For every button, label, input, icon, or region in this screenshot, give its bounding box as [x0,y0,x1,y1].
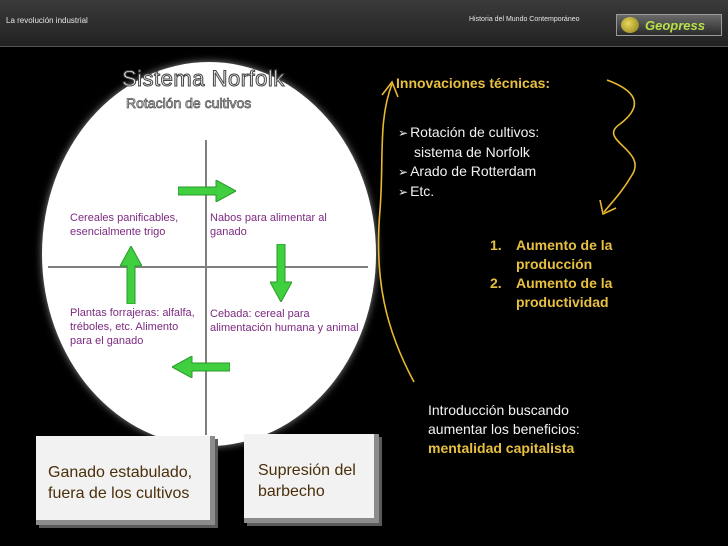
arrow-right-icon [178,180,236,202]
innovations-title: Innovaciones técnicas: [396,75,551,91]
bullet-text: Rotación de cultivos: [410,124,540,140]
bullet-item-continuation: sistema de Norfolk [398,143,628,162]
bullet-text: sistema de Norfolk [414,144,530,160]
intro-line: Introducción buscando [428,402,569,418]
diagram-subtitle: Rotación de cultivos [126,95,252,112]
quadrant-barley: Cebada: cereal para alimentación humana … [210,308,359,334]
item-text: Aumento de la producción [516,237,613,272]
card-fallow-suppression: Supresión del barbecho [244,434,379,523]
card-stabled-livestock-text: Ganado estabulado, fuera de los cultivos [48,464,193,502]
innovations-bullet-list: ➢Rotación de cultivos: sistema de Norfol… [398,123,628,202]
quadrant-cereals: Cereales panificables, esencialmente tri… [70,212,179,238]
diagram-horizontal-divider [48,266,368,268]
item-number: 2. [490,275,502,291]
header-subject-title: Historia del Mundo Contemporáneo [469,16,580,23]
intro-highlight: mentalidad capitalista [428,440,575,456]
logo-globe-icon [621,17,639,33]
arrow-left-icon [172,356,230,378]
card-stabled-livestock: Ganado estabulado, fuera de los cultivos [36,436,215,525]
diagram-vertical-divider [205,140,207,435]
quadrant-forage-plants: Plantas forrajeras: alfalfa, tréboles, e… [70,307,195,347]
logo-text: Geopress [645,17,705,33]
results-numbered-list: 1. Aumento de la producción 2. Aumento d… [490,236,670,312]
bullet-text: Arado de Rotterdam [410,163,537,179]
header-bar: La revolución industrial Historia del Mu… [0,0,728,47]
numbered-item: 2. Aumento de la productividad [490,274,670,312]
arrow-down-icon [270,244,292,302]
numbered-item: 1. Aumento de la producción [490,236,670,274]
bullet-text: Etc. [410,183,435,199]
publisher-logo: Geopress [616,14,722,36]
arrow-up-icon [120,246,142,304]
arrow-bullet-icon: ➢ [398,126,409,140]
bullet-item: ➢Etc. [398,182,628,202]
intro-line: aumentar los beneficios: [428,421,580,437]
quadrant-turnips: Nabos para alimentar al ganado [210,212,327,238]
item-text: Aumento de la productividad [516,275,613,310]
bullet-item: ➢Rotación de cultivos: [398,123,628,143]
capitalist-mentality-text: Introducción buscando aumentar los benef… [428,401,638,458]
diagram-title: Sistema Norfolk [122,66,285,92]
bullet-item: ➢Arado de Rotterdam [398,162,628,182]
header-course-title: La revolución industrial [6,16,88,25]
arrow-bullet-icon: ➢ [398,165,409,179]
rotation-diagram-ellipse [42,62,376,446]
card-fallow-suppression-text: Supresión del barbecho [258,462,356,500]
arrow-bullet-icon: ➢ [398,185,409,199]
item-number: 1. [490,237,502,253]
